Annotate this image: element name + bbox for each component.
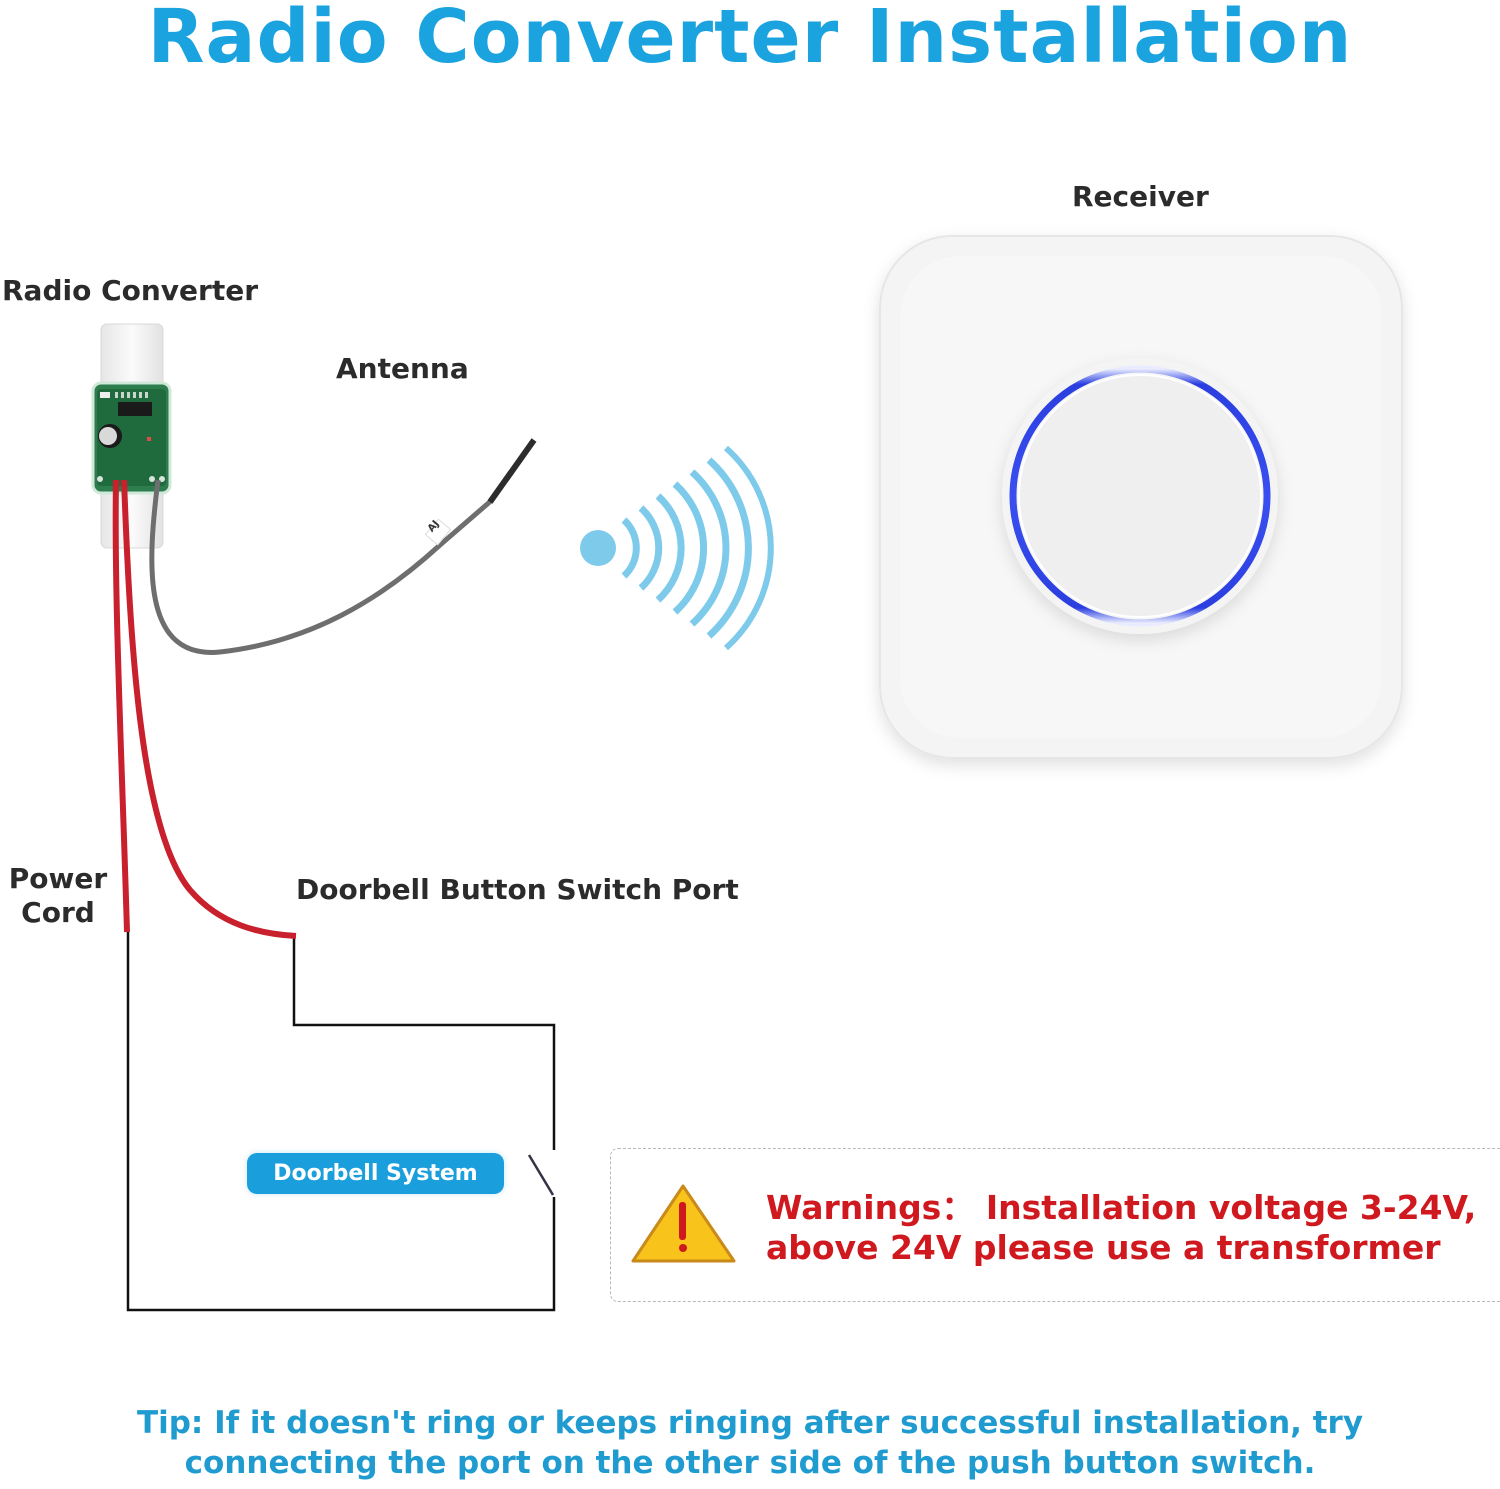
power-cord-label-line1: Power — [8, 862, 108, 895]
receiver-label: Receiver — [1072, 180, 1209, 213]
circuit-wires — [126, 932, 556, 1312]
led-ring — [1009, 365, 1271, 627]
warning-line-1: Warnings： Installation voltage 3-24V, — [766, 1188, 1477, 1227]
antenna-cable — [149, 479, 494, 655]
warning-line-2: above 24V please use a transformer — [766, 1228, 1441, 1267]
warning-text: Warnings： Installation voltage 3-24V, ab… — [766, 1188, 1476, 1268]
antenna-tag — [424, 518, 452, 546]
power-cord-label-line2: Cord — [21, 896, 95, 929]
power-cord-label: Power Cord — [8, 862, 108, 930]
port-red-wire — [121, 479, 297, 939]
tip-line-1: Tip: If it doesn't ring or keeps ringing… — [136, 1405, 1364, 1441]
antenna-tip — [487, 438, 537, 504]
radio-converter-device — [91, 323, 537, 939]
power-wire-line — [126, 932, 556, 1312]
warning-triangle-icon — [631, 1184, 736, 1263]
tip-text: Tip: If it doesn't ring or keeps ringing… — [0, 1403, 1500, 1483]
push-switch-lever — [527, 1154, 555, 1196]
power-cord-red-wire — [112, 479, 130, 933]
radio-converter-label: Radio Converter — [2, 274, 259, 307]
receiver-device-icon — [879, 235, 1403, 759]
tip-line-2: connecting the port on the other side of… — [184, 1445, 1316, 1481]
switch-port-label: Doorbell Button Switch Port — [296, 873, 739, 906]
wireless-signal-icon — [580, 445, 774, 651]
doorbell-system-badge: Doorbell System — [247, 1153, 504, 1194]
antenna-label: Antenna — [336, 352, 469, 385]
warning-box — [610, 1148, 1500, 1302]
page-title: Radio Converter Installation — [147, 0, 1353, 80]
port-wire-line — [292, 936, 556, 1150]
